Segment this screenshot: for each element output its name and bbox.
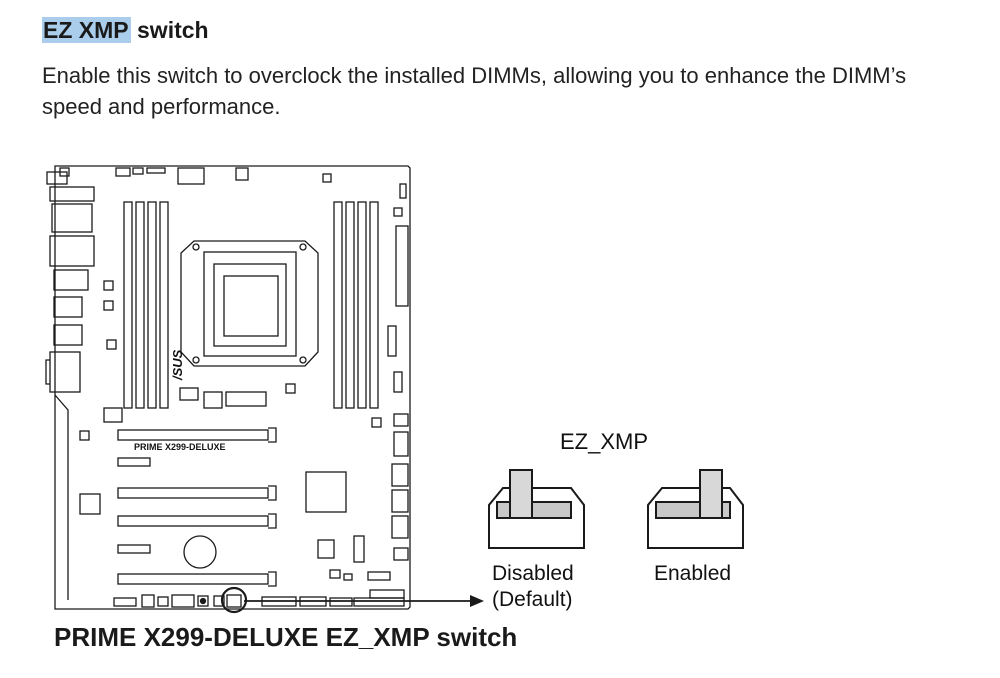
switch-default-note: (Default) bbox=[492, 588, 573, 611]
section-description: Enable this switch to overclock the inst… bbox=[42, 63, 907, 119]
board-outline bbox=[54, 165, 411, 610]
heading-rest: switch bbox=[130, 17, 209, 43]
heading-highlight: EZ XMP bbox=[42, 17, 131, 43]
board-ez-xmp-switch bbox=[226, 594, 242, 608]
switch-location-circle bbox=[220, 586, 248, 614]
board-label: PRIME X299-DELUXE bbox=[134, 442, 226, 452]
switch-disabled-label: Disabled bbox=[492, 562, 574, 585]
cpu-socket bbox=[180, 240, 319, 367]
cmos-battery bbox=[183, 535, 217, 569]
section-heading: EZ XMP switch bbox=[42, 14, 209, 46]
figure-caption: PRIME X299-DELUXE EZ_XMP switch bbox=[54, 622, 518, 652]
switch-enabled-illustration bbox=[647, 469, 744, 549]
switch-enabled-label: Enabled bbox=[654, 562, 731, 585]
switch-header-label: EZ_XMP bbox=[560, 429, 648, 454]
switch-disabled-illustration bbox=[488, 469, 585, 549]
brand-logo: /SUS bbox=[170, 349, 185, 381]
